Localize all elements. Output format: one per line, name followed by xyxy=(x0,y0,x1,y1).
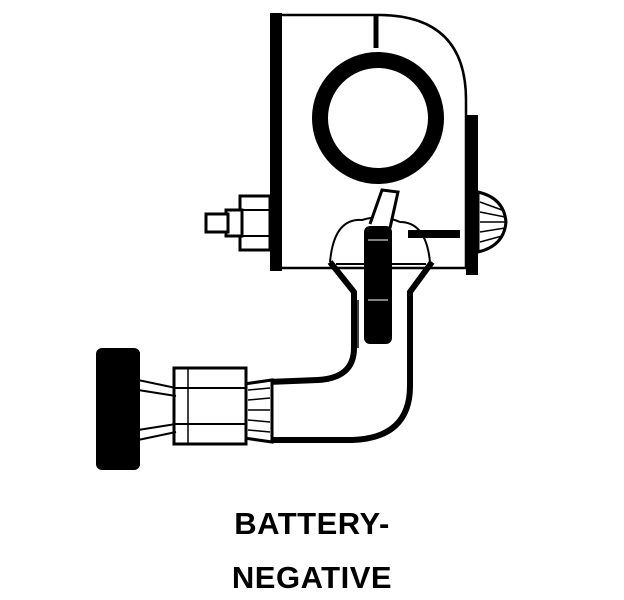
wire-strands xyxy=(137,379,177,441)
battery-terminal-illustration xyxy=(96,13,508,470)
housing-bar xyxy=(408,230,460,238)
cable xyxy=(267,300,413,443)
ribbed-nut xyxy=(476,190,508,254)
clamp-bolt xyxy=(204,194,272,252)
terminal-housing xyxy=(270,13,478,275)
clamp-ring xyxy=(312,52,444,184)
cable-funnel xyxy=(327,260,435,300)
cable-clamp xyxy=(329,188,431,344)
caption-negative: NEGATIVE xyxy=(231,560,393,595)
caption-battery: BATTERY- xyxy=(234,506,390,541)
end-cap xyxy=(96,348,140,470)
connector-sleeve xyxy=(172,366,274,446)
